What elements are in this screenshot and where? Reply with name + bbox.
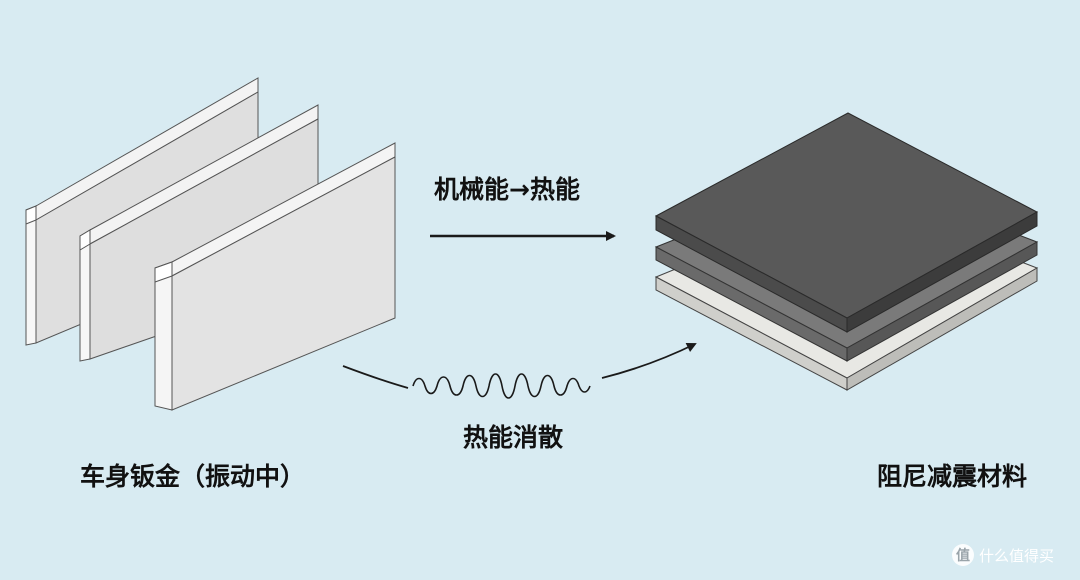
curved-arrow-head-segment (601, 343, 697, 379)
energy-conversion-label: 机械能→热能 (434, 175, 580, 204)
watermark-text: 什么值得买 (979, 546, 1055, 565)
curved-arrow-icon (342, 365, 409, 389)
sheet-metal-panel-front (154, 142, 396, 411)
sheet-metal-caption: 车身钣金（振动中） (80, 462, 306, 491)
watermark-logo-icon: 值 (952, 544, 974, 566)
damper-layer-top (654, 112, 1039, 333)
damping-material-caption: 阻尼减震材料 (877, 462, 1028, 491)
watermark: 值 什么值得买 (952, 544, 1054, 566)
heat-dissipation-label: 热能消散 (463, 423, 564, 452)
wave-icon (412, 373, 591, 399)
